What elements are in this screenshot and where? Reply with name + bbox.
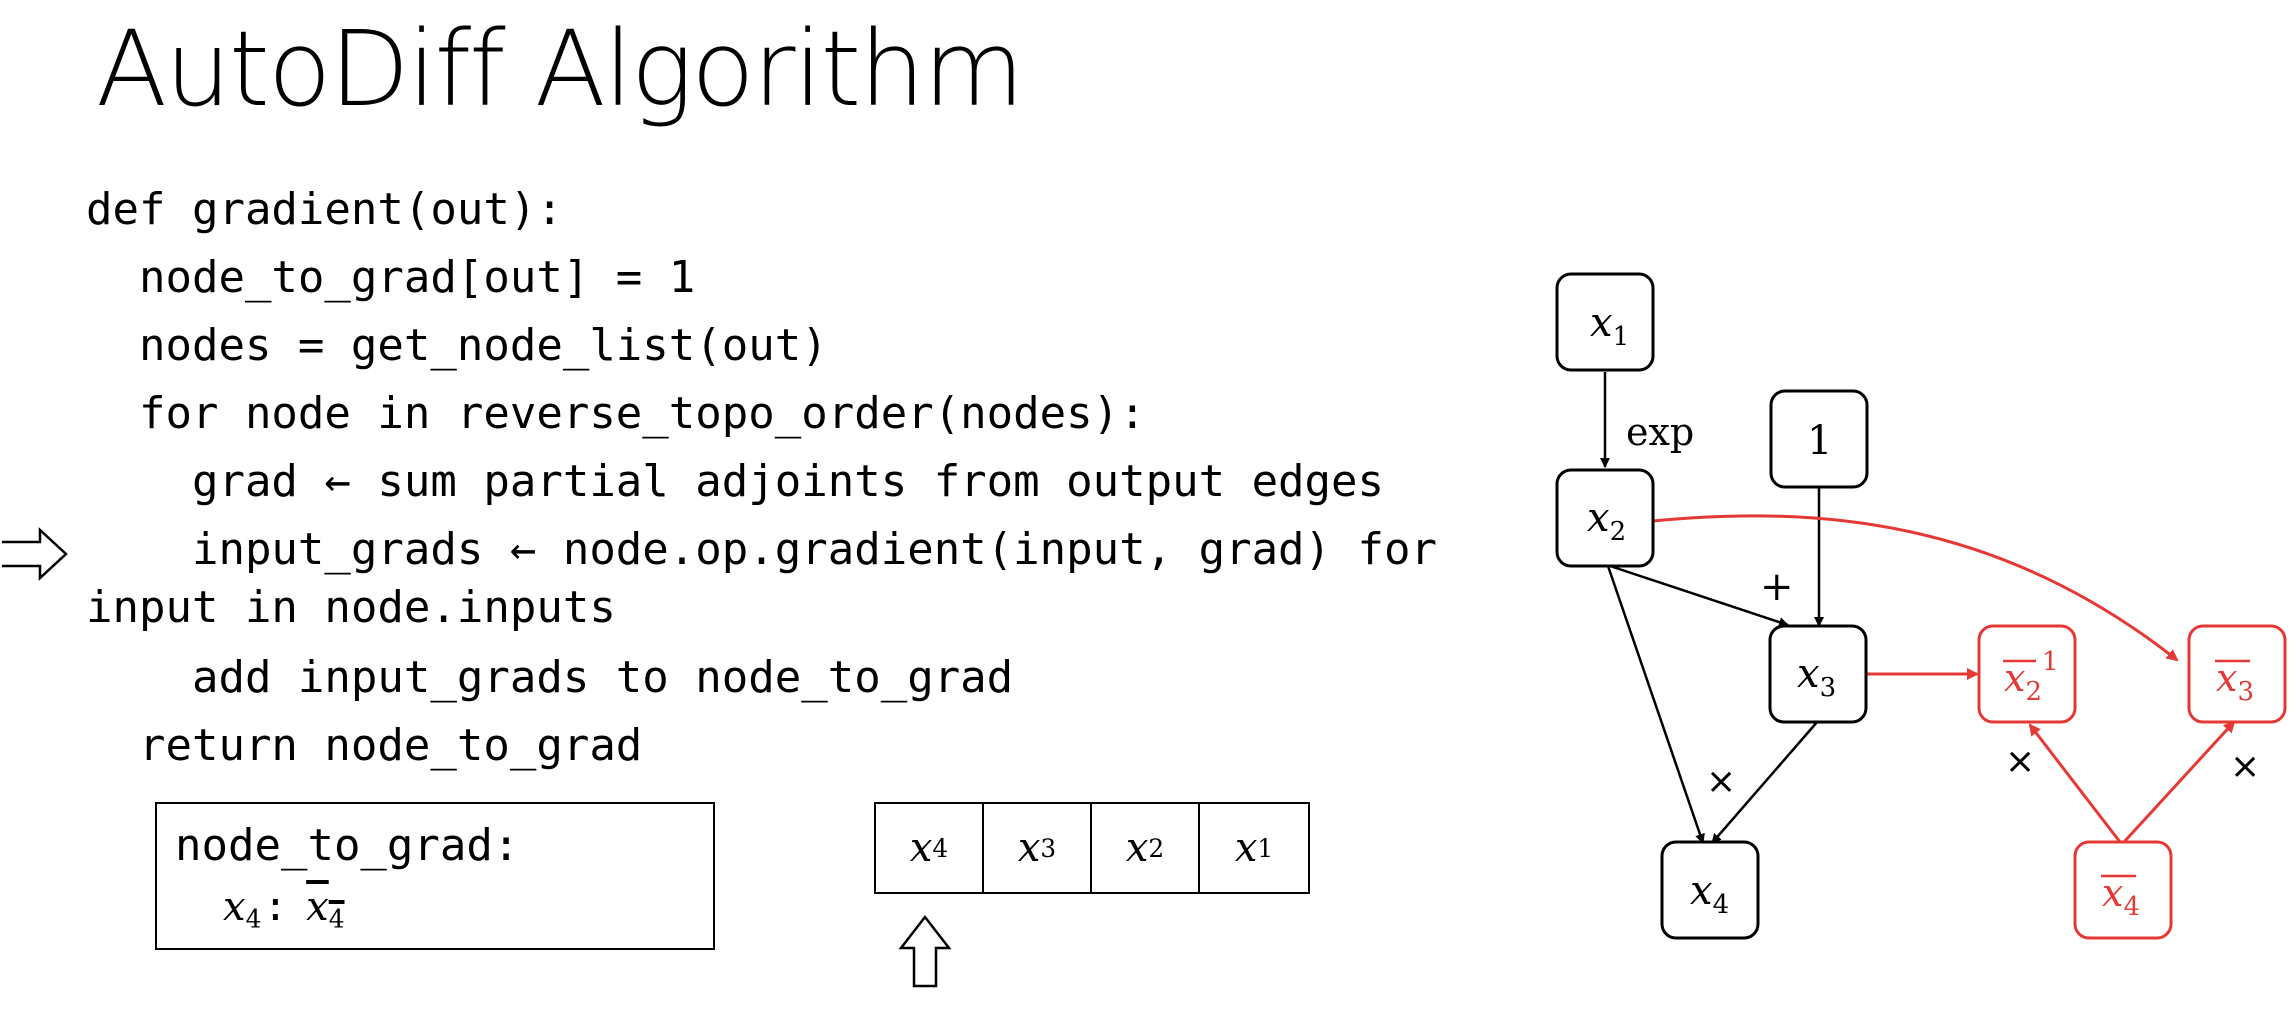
edge-x3-x4 xyxy=(1711,720,1819,844)
node-constant-1: 1 xyxy=(1769,389,1869,489)
code-line: return node_to_grad xyxy=(86,720,643,771)
svg-text:x21: x21 xyxy=(2004,647,2059,707)
node-to-grad-title: node_to_grad: xyxy=(175,820,520,871)
order-pointer-arrow-icon xyxy=(898,914,952,992)
code-line: grad ← sum partial adjoints from output … xyxy=(86,456,1385,507)
entry-value: x4 xyxy=(306,884,345,934)
svg-text:x3: x3 xyxy=(1797,651,1836,703)
svg-text:x2: x2 xyxy=(1587,495,1626,547)
svg-text:1: 1 xyxy=(1807,418,1832,464)
code-line: for node in reverse_topo_order(nodes): xyxy=(86,388,1146,439)
node-to-grad-box: node_to_grad: x4: x4 xyxy=(155,802,715,950)
node-x2: x2 xyxy=(1555,468,1655,568)
edge-label-times: × xyxy=(2230,746,2260,787)
current-line-arrow-icon xyxy=(0,524,70,588)
node-x4-bar: x4 xyxy=(2073,840,2173,940)
node-to-grad-entry: x4: x4 xyxy=(223,884,345,934)
svg-text:x1: x1 xyxy=(1590,300,1629,352)
code-line: add input_grads to node_to_grad xyxy=(86,652,1014,703)
computation-graph: exp + × × × x1 x2 1 x3 x4 x21 x3 x4 xyxy=(1555,272,2287,940)
svg-text:x4: x4 xyxy=(1690,868,1729,920)
slide-title: AutoDiff Algorithm xyxy=(96,8,1024,130)
entry-key: x4 xyxy=(223,884,262,934)
edge-x4bar-x3bar xyxy=(2122,720,2236,844)
code-line: node_to_grad[out] = 1 xyxy=(86,252,696,303)
edge-label-times: × xyxy=(2005,741,2035,782)
edge-x2-x3bar xyxy=(1652,514,2179,662)
code-line: nodes = get_node_list(out) xyxy=(86,320,828,371)
svg-text:x3: x3 xyxy=(2216,656,2254,707)
edge-x4bar-x2bar xyxy=(2028,723,2122,843)
node-x2-bar-1: x21 xyxy=(1977,624,2077,724)
node-x4: x4 xyxy=(1660,840,1760,940)
code-line: def gradient(out): xyxy=(86,184,563,235)
edge-label-exp: exp xyxy=(1626,410,1694,454)
edge-label-times: × xyxy=(1706,761,1736,802)
code-line: input in node.inputs xyxy=(86,582,616,633)
node-x1: x1 xyxy=(1555,272,1655,372)
node-x3: x3 xyxy=(1768,624,1868,724)
edge-label-plus: + xyxy=(1760,564,1794,610)
node-x3-bar: x3 xyxy=(2187,624,2287,724)
svg-text:x4: x4 xyxy=(2102,871,2140,922)
edge-x2-x3 xyxy=(1609,564,1789,627)
edge-x2-x4 xyxy=(1606,565,1705,844)
code-line: input_grads ← node.op.gradient(input, gr… xyxy=(86,524,1438,575)
